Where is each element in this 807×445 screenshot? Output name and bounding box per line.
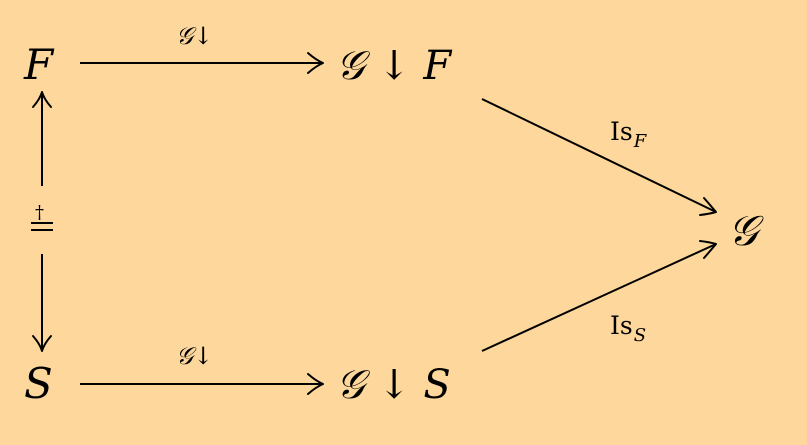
label-lower-right: IsS xyxy=(610,311,646,346)
label-top: 𝒢↓ xyxy=(176,22,213,50)
arrow-bottom xyxy=(80,373,324,395)
node-F: F xyxy=(23,40,55,89)
arrow-left-vertical xyxy=(32,91,52,352)
label-upper-right: IsF xyxy=(610,117,648,152)
label-bottom: 𝒢↓ xyxy=(176,342,213,370)
node-G-down-S: 𝒢 ↓ S xyxy=(336,362,451,408)
label-lower-right-sub: S xyxy=(634,325,646,346)
dagger-symbol: † xyxy=(35,202,44,223)
label-left-dagger-equal: † xyxy=(31,202,53,231)
node-G: 𝒢 xyxy=(728,206,764,255)
label-lower-right-base: Is xyxy=(610,311,633,340)
arrow-lower-right xyxy=(481,240,717,352)
node-G-down-F: 𝒢 ↓ F xyxy=(336,43,452,89)
node-S: S xyxy=(24,359,53,408)
label-upper-right-base: Is xyxy=(610,117,633,146)
arrow-top xyxy=(80,52,324,74)
arrow-upper-right xyxy=(481,98,717,216)
label-upper-right-sub: F xyxy=(633,131,648,152)
